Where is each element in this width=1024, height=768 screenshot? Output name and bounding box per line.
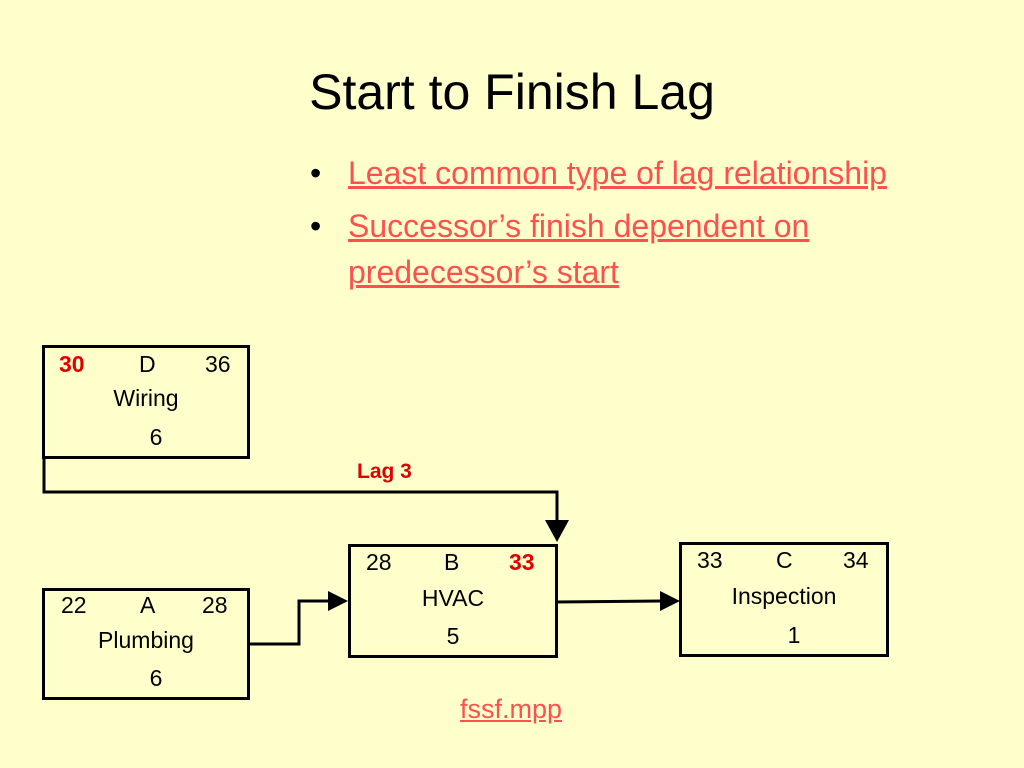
arrowhead-down-icon (545, 520, 569, 542)
node-b-duration: 5 (446, 623, 460, 649)
node-c-id: C (776, 547, 793, 573)
node-a-name: Plumbing (98, 627, 194, 653)
node-d-duration: 6 (149, 424, 163, 450)
fssf-mpp-link[interactable]: fssf.mpp (460, 694, 563, 724)
bullet-item: • Successor’s finish dependent on predec… (310, 203, 970, 295)
node-a-plumbing[interactable]: 22 A 28 Plumbing 6 (42, 588, 250, 700)
node-a-duration: 6 (149, 665, 163, 691)
node-d-wiring[interactable]: 30 D 36 Wiring 6 (42, 345, 250, 459)
node-b-id: B (444, 549, 460, 575)
node-d-name: Wiring (113, 385, 179, 411)
node-c-finish: 34 (843, 547, 869, 573)
node-c-start: 33 (697, 547, 723, 573)
connector-d-to-b (42, 457, 559, 522)
bullet-link-least-common[interactable]: Least common type of lag relationship (348, 155, 887, 191)
node-d-start: 30 (59, 351, 85, 377)
bullet-dot-icon: • (310, 155, 322, 191)
bullet-link-successor-finish[interactable]: Successor’s finish dependent on predeces… (348, 208, 810, 290)
node-b-hvac[interactable]: 28 B 33 HVAC 5 (348, 544, 558, 658)
arrowhead-right-icon (660, 591, 680, 611)
node-b-finish: 33 (509, 549, 535, 575)
node-a-finish: 28 (202, 592, 228, 618)
connector-a-to-b (248, 599, 330, 646)
node-a-start: 22 (61, 592, 87, 618)
lag-label: Lag 3 (357, 460, 412, 483)
node-d-finish: 36 (205, 351, 231, 377)
bullet-item: • Least common type of lag relationship (310, 150, 970, 196)
connector-b-to-c (555, 599, 663, 604)
node-b-start: 28 (366, 549, 392, 575)
node-b-name: HVAC (421, 585, 485, 611)
node-a-id: A (140, 592, 156, 618)
node-c-inspection[interactable]: 33 C 34 Inspection 1 (679, 542, 889, 657)
node-c-duration: 1 (787, 622, 801, 648)
slide-title: Start to Finish Lag (309, 64, 715, 120)
node-d-id: D (139, 351, 156, 377)
arrowhead-right-icon (328, 591, 348, 611)
bullet-dot-icon: • (310, 208, 322, 244)
bullet-list: • Least common type of lag relationship … (310, 150, 970, 302)
node-c-name: Inspection (731, 583, 837, 609)
